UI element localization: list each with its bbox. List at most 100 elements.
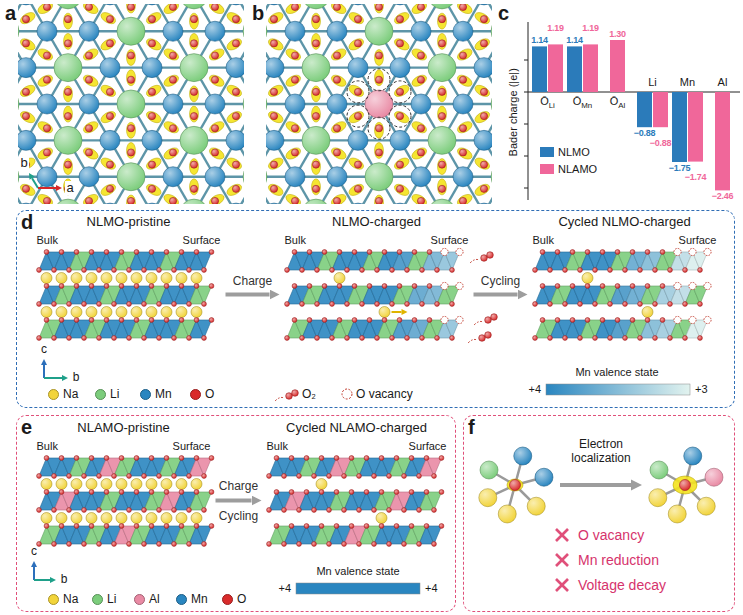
charge-density-lobe xyxy=(208,146,226,162)
o-atom xyxy=(209,490,214,495)
legend-swatch xyxy=(540,147,554,157)
tick xyxy=(524,156,528,157)
o-atom xyxy=(232,88,239,95)
mn-atom xyxy=(285,21,305,41)
charge-density-lobe xyxy=(145,83,163,99)
o-atom xyxy=(127,125,134,132)
o-atom xyxy=(37,302,42,307)
o-atom xyxy=(134,318,139,323)
o-atom xyxy=(179,250,184,255)
charge-density-lobe xyxy=(312,86,321,102)
o-atom xyxy=(37,268,42,273)
o-atom xyxy=(119,284,124,289)
li-atom xyxy=(302,54,330,82)
colorbar-label: +4 xyxy=(278,582,291,595)
o-atom xyxy=(372,474,377,479)
o-atom xyxy=(600,250,605,255)
na-atom xyxy=(116,513,127,524)
li-atom xyxy=(180,126,208,154)
mn-atom xyxy=(142,4,162,5)
o-atom xyxy=(297,474,302,479)
layered-structure xyxy=(285,248,464,340)
charge-density-lobe xyxy=(473,156,491,172)
o-atom xyxy=(190,40,197,47)
o-atom xyxy=(127,508,132,513)
o-atom xyxy=(179,284,184,289)
highlight-circle xyxy=(368,117,390,139)
o-atom xyxy=(67,336,72,341)
atom xyxy=(479,489,497,507)
li-atom xyxy=(117,163,145,191)
charge-density-lobe xyxy=(267,109,285,125)
o-atom xyxy=(232,16,239,23)
legend-swatch xyxy=(48,594,59,605)
legend-label: O₂ xyxy=(302,387,316,401)
charge-density-lobe xyxy=(36,4,54,16)
charge-density-lobe xyxy=(393,156,411,172)
o-atom xyxy=(64,113,71,120)
o-atom xyxy=(396,16,403,23)
o-atom xyxy=(660,250,665,255)
o-atom xyxy=(172,336,177,341)
cross-mark xyxy=(556,529,568,541)
o-atom xyxy=(211,52,218,59)
na-atom xyxy=(176,273,187,284)
o-atom xyxy=(533,268,538,273)
process-arrow xyxy=(560,480,642,491)
na-atom xyxy=(56,307,67,318)
charge-density-lobe xyxy=(208,119,226,135)
legend-label: Al xyxy=(149,592,160,606)
o-atom xyxy=(104,284,109,289)
y-axis xyxy=(528,22,529,200)
o-atom xyxy=(142,268,147,273)
panel-frame: dNLMO-pristineBulkSurfaceNLMO-chargedBul… xyxy=(16,210,735,408)
charge-density-lobe xyxy=(19,156,37,172)
o-atom xyxy=(44,250,49,255)
o-atom xyxy=(600,318,605,323)
li-atom xyxy=(491,90,492,118)
value-label: −0.88 xyxy=(650,138,671,148)
o-atom xyxy=(112,542,117,547)
colorbar xyxy=(546,384,690,395)
charge-density-lobe xyxy=(375,142,384,158)
charge-density-lobe xyxy=(375,122,384,138)
charge-density-lobe xyxy=(82,73,100,89)
o-atom xyxy=(337,318,342,323)
mn-atom xyxy=(205,94,225,114)
o-atom xyxy=(187,268,192,273)
o-atom xyxy=(157,302,162,307)
o-atom xyxy=(327,542,332,547)
li-atom xyxy=(266,17,267,45)
na-atom xyxy=(56,513,67,524)
o-atom xyxy=(64,88,71,95)
o-atom xyxy=(555,284,560,289)
o-atom xyxy=(119,524,124,529)
o-atom xyxy=(292,318,297,323)
o-vacancy xyxy=(689,248,696,255)
o-atom xyxy=(342,542,347,547)
effect-label: Voltage decay xyxy=(578,577,666,593)
o-atom xyxy=(52,542,57,547)
charge-density-lobe xyxy=(190,13,199,29)
o-atom xyxy=(645,318,650,323)
octahedron xyxy=(427,458,442,476)
o-atom xyxy=(97,302,102,307)
o-atom xyxy=(555,318,560,323)
o-atom xyxy=(232,40,239,47)
o-atom xyxy=(127,4,134,11)
o-atom xyxy=(322,284,327,289)
o-atom xyxy=(312,542,317,547)
legend-label: O vacancy xyxy=(356,387,413,401)
o-atom xyxy=(357,542,362,547)
o-atom xyxy=(187,336,192,341)
o-atom xyxy=(548,336,553,341)
o-atom xyxy=(372,542,377,547)
charge-density-lobe xyxy=(330,119,348,135)
cross-stroke xyxy=(556,579,568,591)
o-atom xyxy=(364,490,369,495)
o-atom xyxy=(585,284,590,289)
effect-label: Mn reduction xyxy=(578,552,659,568)
o-atom xyxy=(74,318,79,323)
li-atom xyxy=(180,4,208,9)
o-atom xyxy=(300,302,305,307)
